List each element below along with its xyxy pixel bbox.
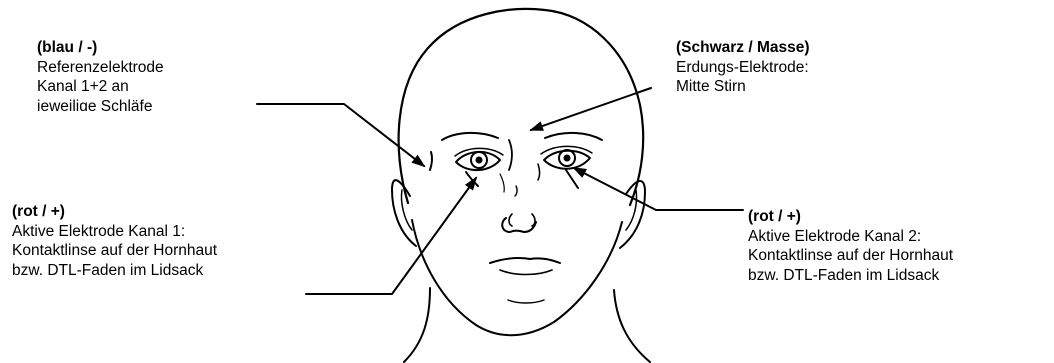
pointer-ground-electrode — [531, 88, 651, 130]
nose — [502, 218, 536, 232]
neck-left — [404, 288, 430, 362]
nose-bridge-mark — [515, 186, 517, 196]
mouth — [490, 258, 560, 263]
pointer-active-electrode-ch2 — [574, 168, 743, 210]
right-pupil — [564, 155, 571, 162]
left-temple-mark — [430, 152, 432, 170]
left-eyebrow — [442, 133, 498, 140]
chin-line — [508, 300, 544, 303]
right-dtl-fiber — [566, 170, 578, 188]
brow-center-mark — [509, 140, 512, 170]
right-temple-mark — [538, 164, 540, 180]
left-pupil — [476, 157, 483, 164]
right-ear — [620, 181, 645, 248]
lower-lip — [500, 270, 552, 275]
right-eyebrow — [545, 133, 602, 140]
pointer-active-electrode-ch1 — [306, 178, 476, 294]
left-under-eye — [500, 174, 504, 192]
nose-left-nostril — [509, 214, 512, 226]
neck-right — [614, 290, 650, 362]
head-outline — [399, 9, 644, 205]
nose-right-nostril — [532, 214, 535, 226]
face-contour — [412, 220, 622, 335]
